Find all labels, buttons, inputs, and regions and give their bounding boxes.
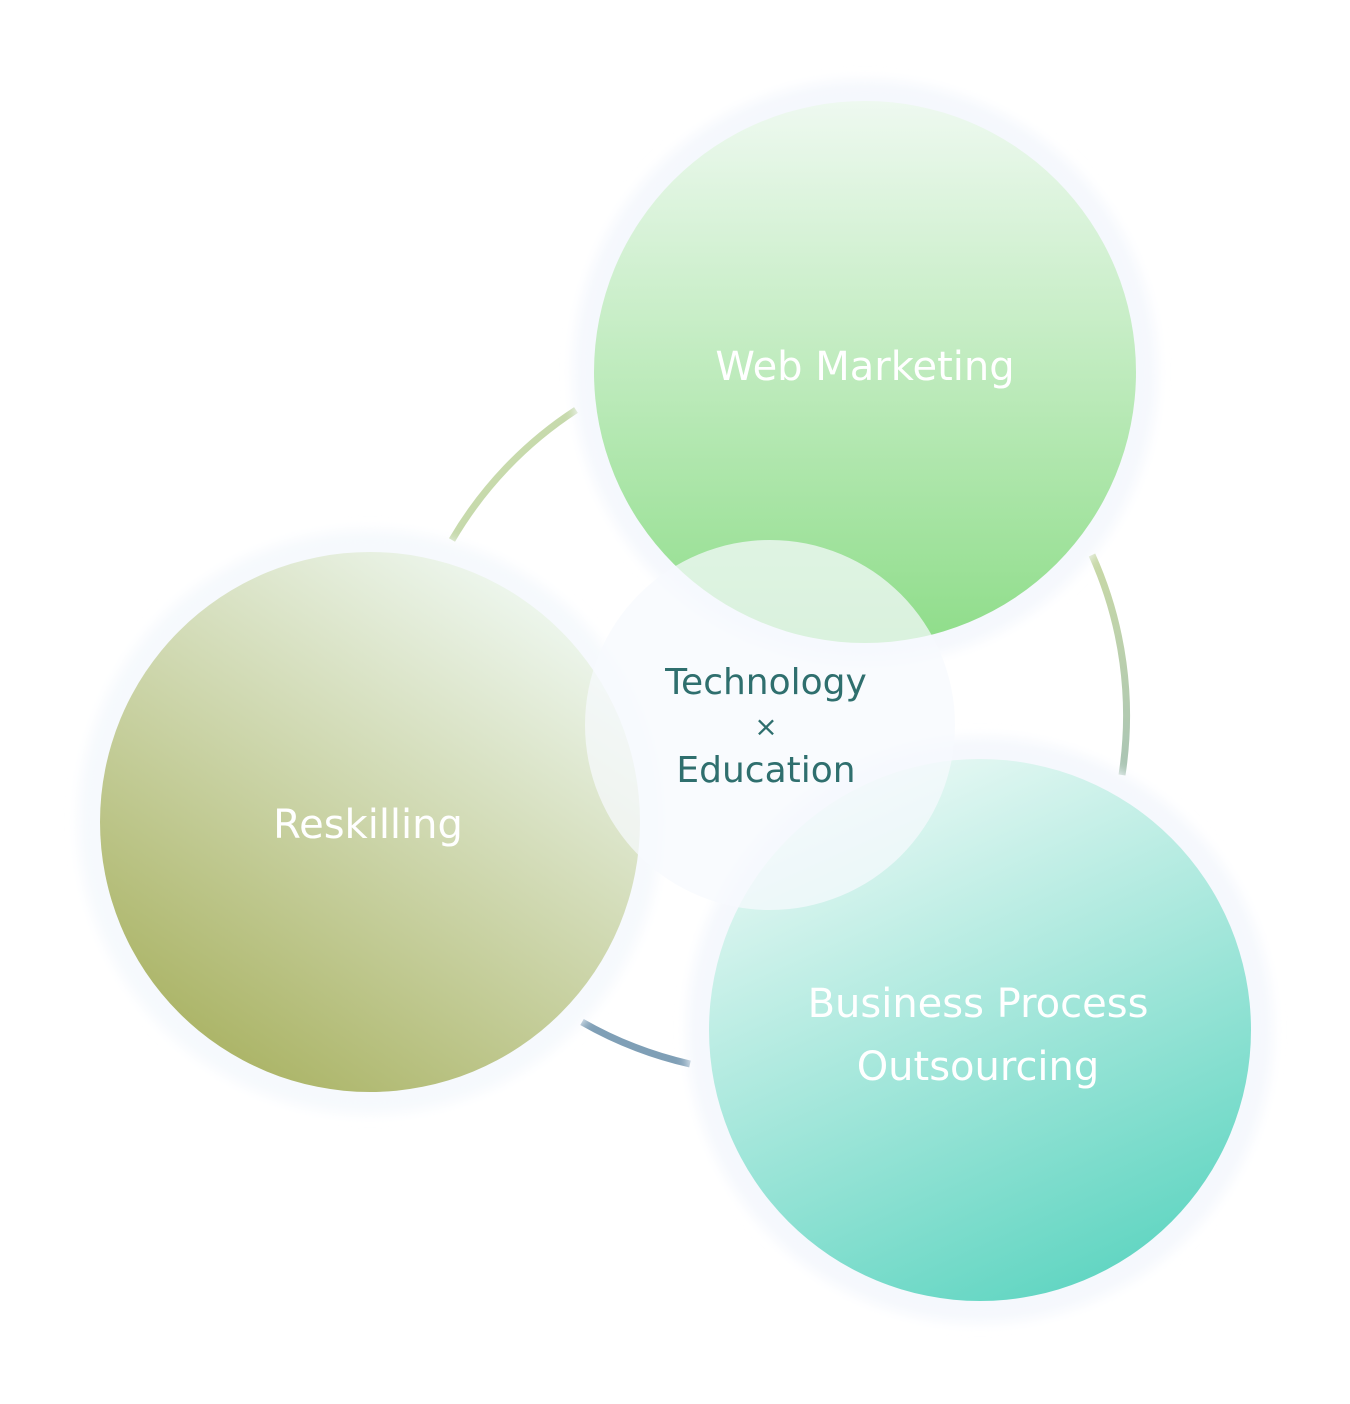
center-disc	[585, 540, 955, 910]
center-label-times: ×	[754, 710, 777, 743]
reskilling-label: Reskilling	[273, 802, 463, 848]
bpo-label-line1: Business Process	[808, 981, 1149, 1027]
ring-arc-bottom	[580, 1018, 691, 1068]
bpo-disc	[709, 759, 1251, 1301]
web-marketing-label: Web Marketing	[715, 344, 1014, 390]
web-marketing-circle	[573, 80, 1157, 664]
bpo-label-line2: Outsourcing	[857, 1044, 1100, 1090]
center-label-technology: Technology	[664, 662, 867, 703]
reskilling-circle	[78, 530, 662, 1114]
ring-arc-upper-left	[448, 407, 578, 542]
web-marketing-disc	[594, 101, 1136, 643]
connector-ring	[448, 407, 1131, 1068]
ring-arc-right	[1088, 553, 1131, 776]
center-label-education: Education	[676, 750, 855, 791]
center-circle	[585, 540, 955, 910]
reskilling-disc	[100, 552, 640, 1092]
